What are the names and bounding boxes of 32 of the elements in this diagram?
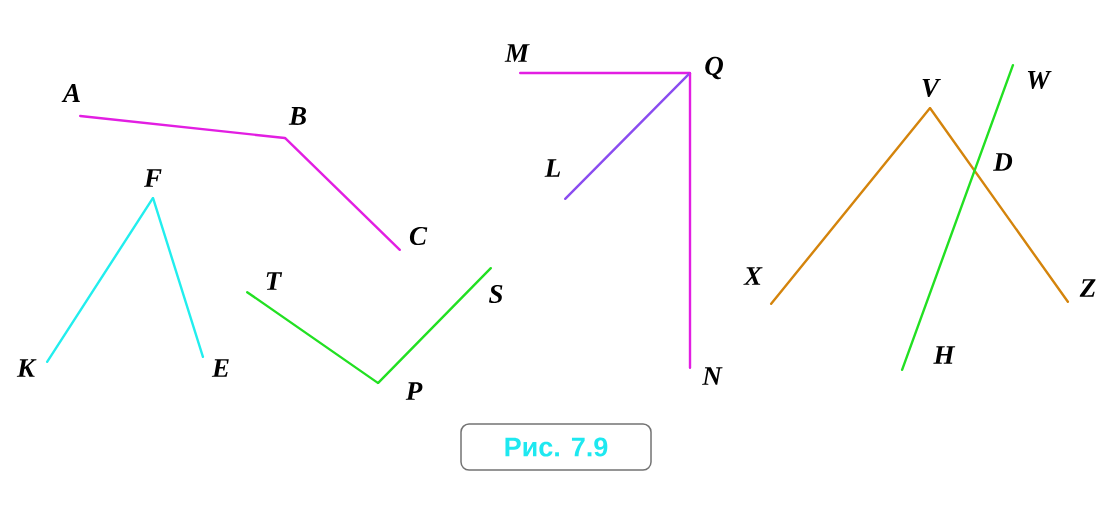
segment (564, 72, 691, 200)
point-label: A (61, 84, 80, 102)
point-label: E (211, 359, 229, 377)
point-label: N (702, 367, 723, 385)
segment (45, 197, 155, 363)
point-label: D (993, 153, 1013, 171)
segment (900, 64, 1015, 371)
segment (688, 72, 692, 369)
point-label: Q (705, 56, 723, 80)
segment (284, 137, 401, 251)
point-label: W (1027, 70, 1052, 90)
point-label: B (288, 107, 306, 125)
segment (151, 197, 205, 358)
point-label: P (405, 382, 423, 400)
point-label: F (143, 169, 162, 187)
point-label: H (933, 346, 956, 364)
point-label: Z (1079, 279, 1096, 297)
point-label: S (489, 284, 503, 304)
segment (769, 107, 932, 305)
point-label: V (922, 78, 941, 98)
point-label: L (544, 159, 561, 177)
figure-caption: Рис. 7.9 (460, 423, 652, 471)
point-label: T (266, 272, 283, 290)
point-label: C (409, 226, 428, 246)
point-label: K (16, 359, 37, 377)
segment (79, 114, 286, 140)
segment (377, 267, 492, 384)
segment (519, 71, 691, 75)
segment (246, 290, 379, 385)
point-label: M (504, 44, 530, 62)
point-label: X (743, 267, 763, 285)
segment (928, 107, 1070, 303)
